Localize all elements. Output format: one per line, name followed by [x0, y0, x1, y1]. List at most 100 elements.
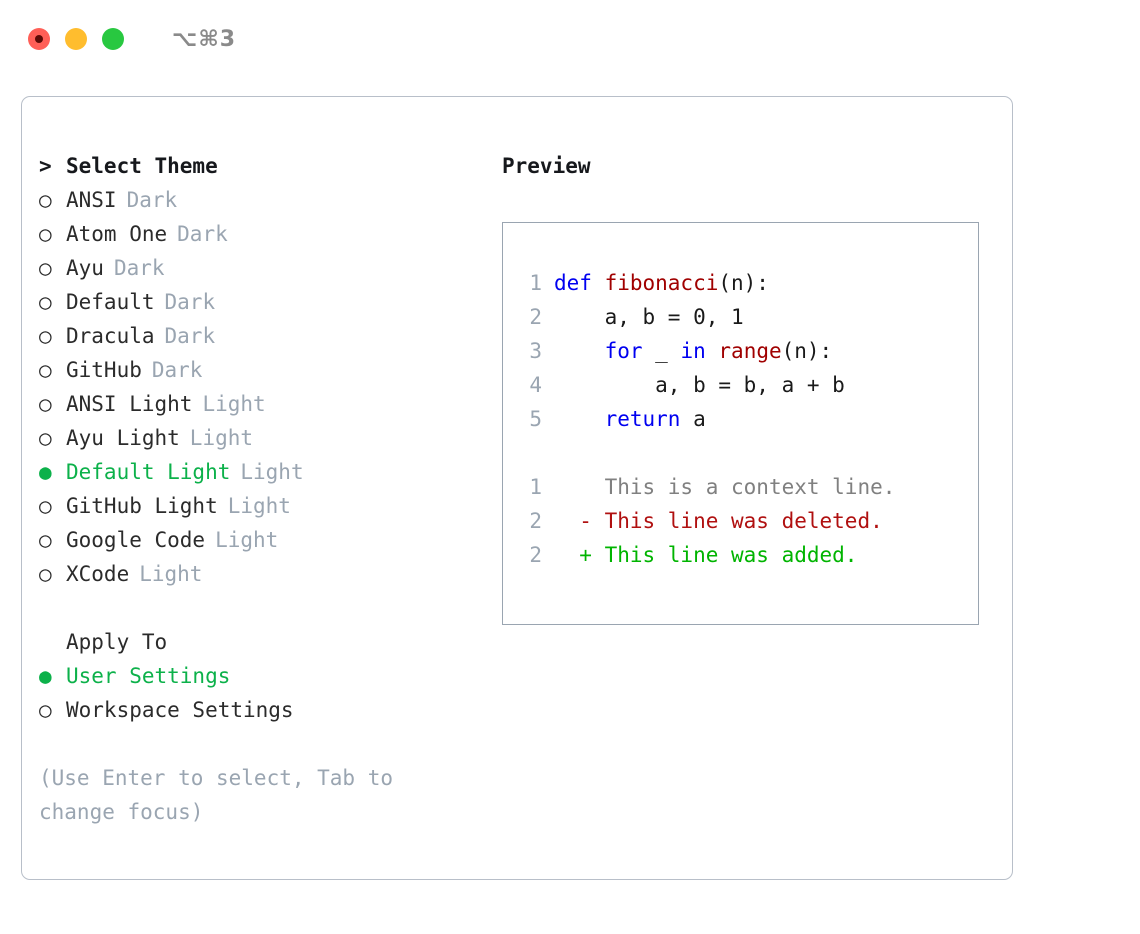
radio-unselected-icon[interactable]: ○	[39, 426, 52, 450]
apply-to-label: Workspace Settings	[66, 698, 294, 722]
theme-name-label: ANSI	[66, 188, 117, 212]
theme-list-item[interactable]: ○ ANSI Light Light	[39, 387, 479, 421]
theme-list-item[interactable]: ○ GitHub Dark	[39, 353, 479, 387]
radio-unselected-icon[interactable]: ○	[39, 392, 52, 416]
apply-to-list-item[interactable]: ○ Workspace Settings	[39, 693, 479, 727]
select-theme-heading-label: Select Theme	[66, 154, 218, 178]
code-token-pl: a, b = 0, 1	[554, 305, 744, 329]
code-token-kw: def	[554, 271, 605, 295]
apply-to-list-item[interactable]: ● User Settings	[39, 659, 479, 693]
apply-to-heading: ○ Apply To	[39, 625, 479, 659]
theme-list-item[interactable]: ○ GitHub Light Light	[39, 489, 479, 523]
code-token-pl	[554, 339, 605, 363]
diff-line: 2 - This line was deleted.	[514, 504, 972, 538]
theme-name-label: GitHub Light	[66, 494, 218, 518]
theme-variant-tag: Light	[215, 528, 279, 552]
code-line-number: 2	[529, 305, 542, 329]
code-token-pl: a, b = b, a + b	[554, 373, 845, 397]
radio-unselected-icon[interactable]: ○	[39, 562, 52, 586]
theme-variant-tag: Light	[240, 460, 304, 484]
theme-variant-tag: Dark	[113, 256, 165, 280]
diff-line-text: This line was added.	[604, 543, 858, 567]
theme-list-item[interactable]: ● Default Light Light	[39, 455, 479, 489]
theme-name-label: Default Light	[66, 460, 231, 484]
code-token-pl: a	[680, 407, 706, 431]
theme-variant-tag: Dark	[164, 290, 216, 314]
maximize-window-icon[interactable]	[102, 28, 124, 50]
theme-variant-tag: Light	[139, 562, 203, 586]
radio-unselected-icon[interactable]: ○	[39, 358, 52, 382]
code-token-fn: range	[718, 339, 782, 363]
diff-marker: +	[554, 543, 605, 567]
code-line-content: a, b = 0, 1	[554, 300, 744, 334]
theme-name-label: Ayu	[66, 256, 104, 280]
code-token-pl: _	[642, 339, 681, 363]
preview-heading-label: Preview	[502, 154, 591, 178]
window-titlebar: ⌥⌘3	[0, 0, 1140, 78]
select-theme-heading: > Select Theme	[39, 149, 479, 183]
radio-unselected-icon[interactable]: ○	[39, 528, 52, 552]
radio-unselected-icon[interactable]: ○	[39, 698, 52, 722]
radio-unselected-icon[interactable]: ○	[39, 188, 52, 212]
theme-list-item[interactable]: ○ Ayu Dark	[39, 251, 479, 285]
theme-variant-tag: Dark	[126, 188, 178, 212]
theme-name-label: Google Code	[66, 528, 206, 552]
theme-name-label: GitHub	[66, 358, 142, 382]
theme-name-label: Default	[66, 290, 155, 314]
theme-list-item[interactable]: ○ ANSI Dark	[39, 183, 479, 217]
code-line: 2 a, b = 0, 1	[514, 300, 972, 334]
code-line-number: 4	[529, 373, 542, 397]
code-line: 3 for _ in range(n):	[514, 334, 972, 368]
theme-name-label: ANSI Light	[66, 392, 193, 416]
diff-sample: 1 This is a context line.2 - This line w…	[514, 470, 972, 572]
theme-variant-tag: Light	[202, 392, 266, 416]
diff-marker: -	[554, 509, 605, 533]
code-line-content: return a	[554, 402, 706, 436]
apply-to-heading-label: Apply To	[66, 630, 168, 654]
diff-line: 1 This is a context line.	[514, 470, 972, 504]
theme-name-label: XCode	[66, 562, 130, 586]
diff-line-number: 2	[529, 509, 542, 533]
radio-unselected-icon[interactable]: ○	[39, 324, 52, 348]
code-line: 4 a, b = b, a + b	[514, 368, 972, 402]
diff-line-text: This is a context line.	[604, 475, 896, 499]
minimize-window-icon[interactable]	[65, 28, 87, 50]
diff-line-number: 1	[529, 475, 542, 499]
theme-variant-tag: Dark	[177, 222, 228, 246]
theme-name-label: Ayu Light	[66, 426, 180, 450]
code-token-fn: fibonacci	[604, 271, 719, 295]
code-token-kw: in	[680, 339, 706, 363]
theme-list-item[interactable]: ○ Google Code Light	[39, 523, 479, 557]
code-token-pl: (n):	[781, 339, 833, 363]
radio-unselected-icon[interactable]: ○	[39, 222, 52, 246]
radio-selected-icon[interactable]: ●	[39, 460, 52, 484]
code-diff-separator	[514, 436, 972, 470]
close-window-icon[interactable]	[28, 28, 50, 50]
theme-list-item[interactable]: ○ Default Dark	[39, 285, 479, 319]
diff-line-text: This line was deleted.	[604, 509, 883, 533]
code-line-number: 1	[529, 271, 542, 295]
keyboard-hint-text: (Use Enter to select, Tab to change focu…	[39, 766, 394, 824]
radio-unselected-icon[interactable]: ○	[39, 290, 52, 314]
theme-list-item[interactable]: ○ XCode Light	[39, 557, 479, 591]
theme-variant-tag: Dark	[151, 358, 203, 382]
apply-to-label: User Settings	[66, 664, 231, 688]
code-token-pl: (n):	[718, 271, 769, 295]
code-line-content: def fibonacci(n):	[554, 266, 769, 300]
radio-unselected-icon[interactable]: ○	[39, 494, 52, 518]
window-controls	[28, 28, 124, 50]
apply-to-list: ● User Settings ○ Workspace Settings	[39, 659, 479, 727]
theme-name-label: Dracula	[66, 324, 155, 348]
radio-unselected-icon[interactable]: ○	[39, 256, 52, 280]
radio-selected-icon[interactable]: ●	[39, 664, 52, 688]
theme-variant-tag: Light	[227, 494, 291, 518]
code-line-content: for _ in range(n):	[554, 334, 833, 368]
list-spacer	[39, 591, 479, 625]
